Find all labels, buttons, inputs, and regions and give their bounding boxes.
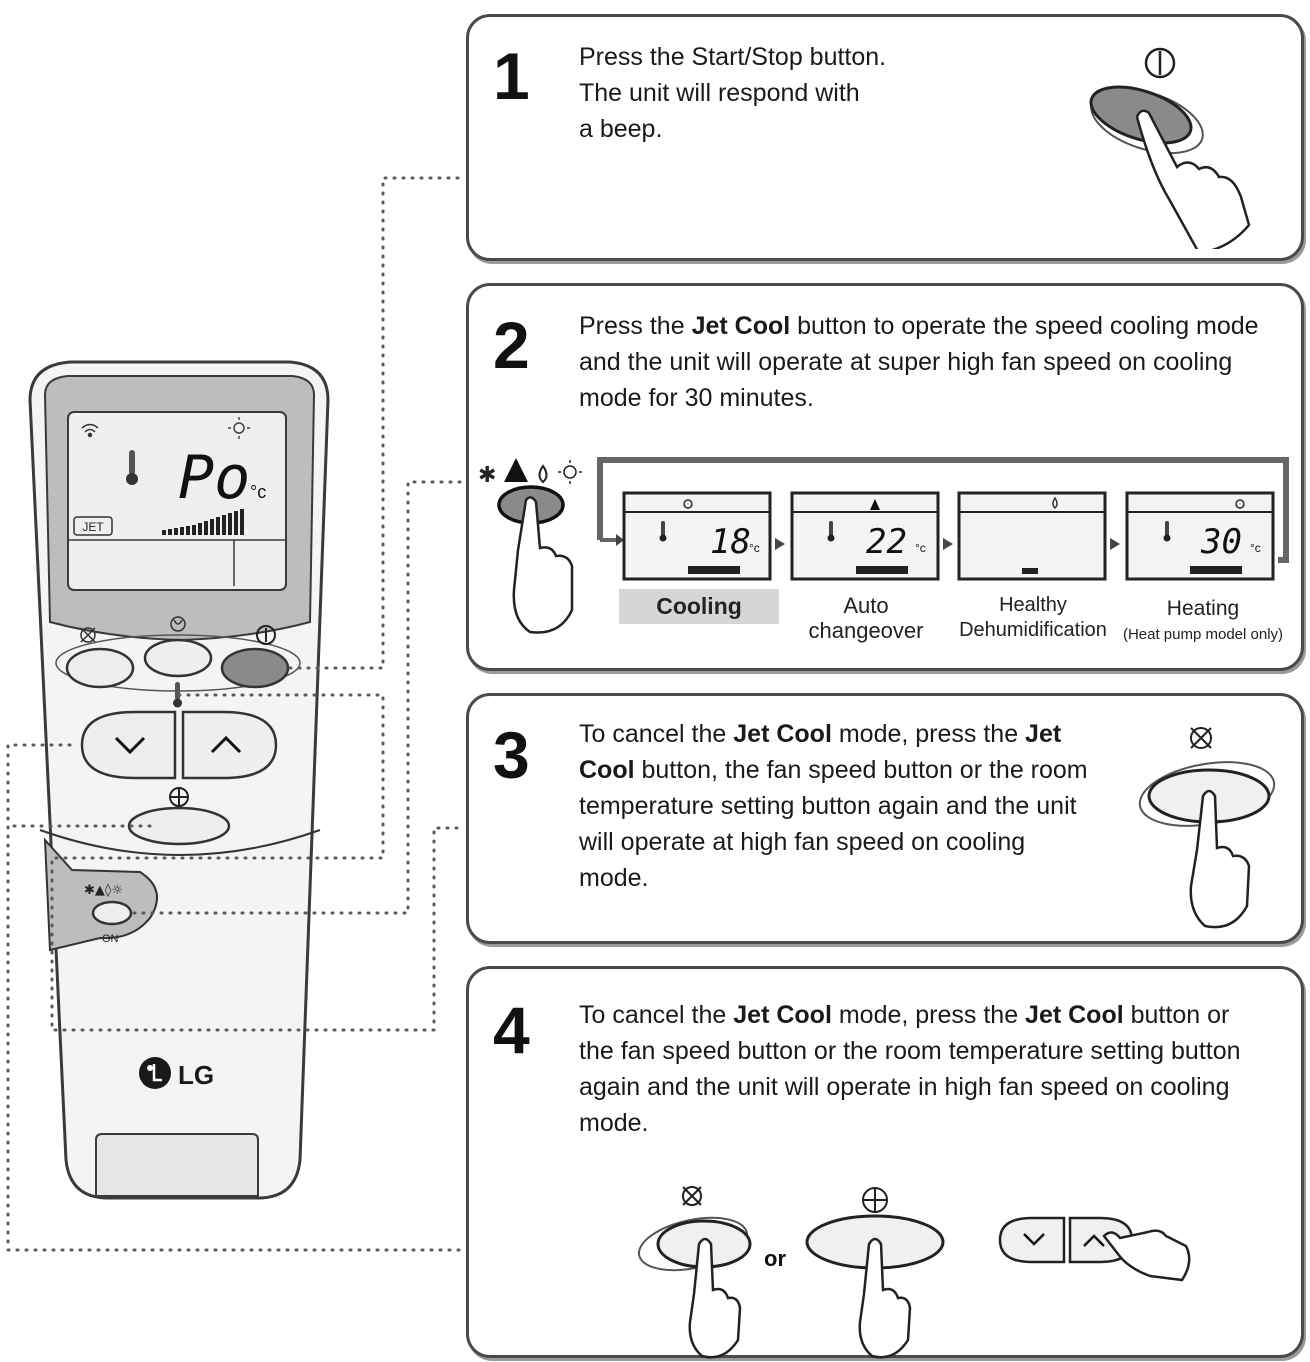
step-number: 1 bbox=[493, 39, 530, 113]
press-start-illustration bbox=[1089, 47, 1251, 249]
mode-icons: ✱ bbox=[478, 463, 496, 488]
fan-speed-button[interactable] bbox=[127, 806, 231, 846]
fan-icon bbox=[862, 1187, 888, 1213]
fan-level-bars bbox=[162, 509, 244, 535]
mode-temp: 18 bbox=[710, 522, 751, 562]
pointing-hand-icon bbox=[1102, 1229, 1191, 1282]
step-number: 3 bbox=[493, 718, 530, 792]
connector-lines bbox=[6, 176, 464, 1252]
lcd-panel-heating bbox=[1125, 491, 1275, 581]
sun-icon bbox=[228, 417, 250, 439]
battery-cover bbox=[95, 1133, 259, 1197]
lcd-panel-auto bbox=[790, 491, 940, 581]
svg-text:°c: °c bbox=[915, 541, 926, 555]
auto-mode-icon bbox=[504, 458, 528, 482]
temp-up-button[interactable] bbox=[181, 710, 278, 780]
chevron-up-icon bbox=[1083, 1234, 1105, 1247]
step-1-panel: 1 Press the Start/Stop button. The unit … bbox=[466, 14, 1304, 261]
or-label: or bbox=[764, 1246, 786, 1271]
svg-text:°c: °c bbox=[749, 541, 760, 555]
step-2-panel: 2 Press the Jet Cool button to operate t… bbox=[466, 283, 1304, 671]
signal-icon bbox=[81, 423, 99, 438]
fan-icon bbox=[169, 787, 189, 807]
jet-cool-icon bbox=[80, 627, 96, 643]
jet-cool-button[interactable] bbox=[65, 647, 135, 689]
step-1-text: Press the Start/Stop button. The unit wi… bbox=[579, 43, 887, 143]
thermometer-icon bbox=[126, 450, 138, 485]
remote-control: JET Po °c ✱▲◊☼ ON LG bbox=[28, 360, 330, 1200]
lcd-screen bbox=[67, 411, 287, 591]
chevron-down-icon bbox=[1023, 1233, 1045, 1246]
start-stop-button[interactable] bbox=[220, 647, 290, 689]
mode-temp: 30 bbox=[1200, 522, 1242, 562]
mode-icons: ✱▲◊☼ bbox=[84, 883, 123, 898]
jet-indicator: JET bbox=[82, 520, 104, 534]
power-icon bbox=[1144, 47, 1176, 79]
swing-icon bbox=[170, 616, 186, 632]
on-label: ON bbox=[102, 933, 119, 945]
mode-cycle-diagram: ✱ 18 bbox=[478, 457, 1289, 634]
chevron-up-icon bbox=[210, 735, 242, 754]
pointing-hand-icon bbox=[512, 496, 574, 634]
lcd-readout: Po bbox=[178, 443, 250, 513]
power-icon bbox=[256, 625, 276, 645]
lcd-panel-dehumidification bbox=[957, 491, 1107, 581]
cycle-arrow bbox=[597, 457, 1289, 563]
mode-label-heating: Heating(Heat pump model only) bbox=[1122, 597, 1284, 643]
temp-down-button[interactable] bbox=[998, 1216, 1066, 1264]
jet-cool-icon bbox=[1190, 727, 1212, 749]
pointing-hand-icon bbox=[1135, 109, 1251, 249]
step-3-text: To cancel the Jet Cool mode, press the J… bbox=[579, 720, 1088, 892]
pointing-hand-icon bbox=[1189, 789, 1251, 929]
drop-icon bbox=[538, 464, 548, 484]
brand-label: LG bbox=[178, 1060, 214, 1090]
lcd-panel-cooling bbox=[622, 491, 772, 581]
mode-button[interactable] bbox=[91, 900, 133, 926]
pointing-hand-icon bbox=[688, 1237, 742, 1359]
step-number: 2 bbox=[493, 308, 530, 382]
mode-label-cooling: Cooling bbox=[619, 589, 779, 624]
swing-button[interactable] bbox=[143, 638, 213, 678]
chevron-down-icon bbox=[114, 736, 146, 755]
sun-icon bbox=[558, 460, 582, 484]
pointing-hand-icon bbox=[858, 1237, 912, 1359]
step-3-panel: 3 To cancel the Jet Cool mode, press the… bbox=[466, 693, 1304, 944]
step-2-text: Press the Jet Cool button to operate the… bbox=[579, 312, 1259, 412]
step-4-text: To cancel the Jet Cool mode, press the J… bbox=[579, 1001, 1241, 1137]
mode-panel bbox=[43, 837, 159, 952]
jet-cool-icon bbox=[682, 1186, 702, 1206]
mode-temp: 22 bbox=[866, 522, 907, 562]
press-jet-cool-illustration bbox=[1138, 727, 1276, 929]
lcd-unit: °c bbox=[250, 482, 266, 502]
temp-down-button[interactable] bbox=[80, 710, 177, 780]
svg-text:°c: °c bbox=[1250, 541, 1261, 555]
step-number: 4 bbox=[493, 993, 530, 1067]
